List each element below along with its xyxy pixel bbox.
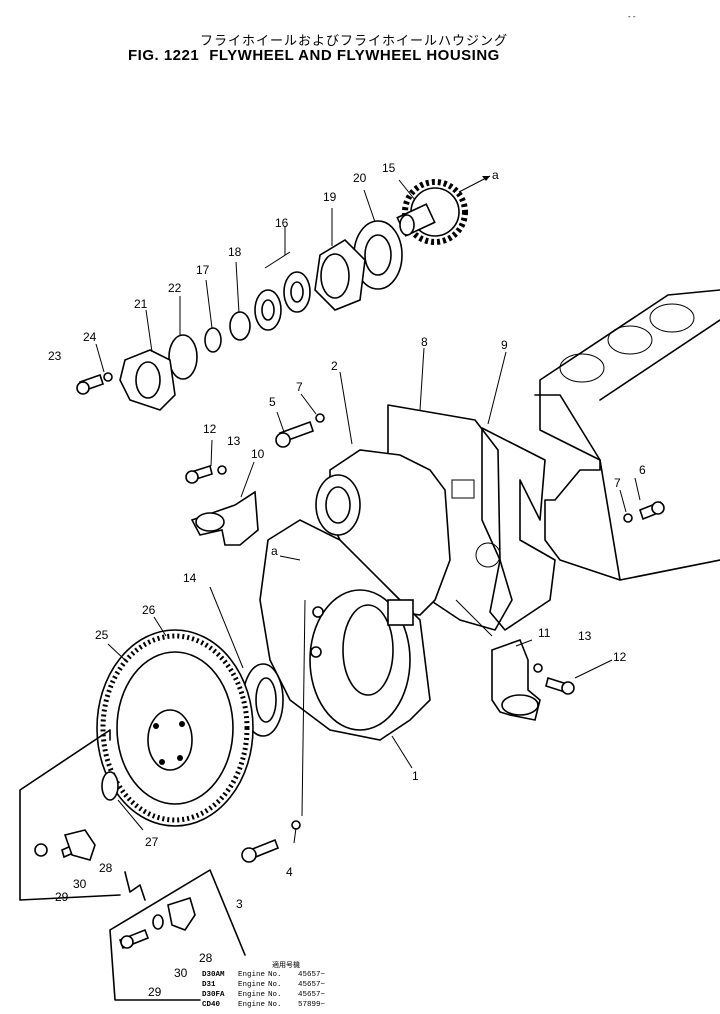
serial-no: No.: [268, 991, 282, 999]
detail-box-lower: [109, 869, 246, 1001]
callout-18: 18: [228, 245, 242, 259]
serial-value: 45657~: [298, 981, 326, 989]
callout-16: 16: [275, 216, 289, 230]
corner-mark: - -: [628, 12, 636, 21]
callout-22: 22: [168, 281, 182, 295]
callout-8: 8: [421, 335, 428, 349]
serial-engine: Engine: [238, 971, 266, 979]
callout-12: 12: [203, 422, 217, 436]
callout-25: 25: [95, 628, 109, 642]
serial-row: CD40 Engine No. 57899~: [202, 1000, 348, 1010]
callout-14: 14: [183, 571, 197, 585]
engine-block: [534, 289, 720, 581]
leader-lines: [95, 175, 641, 844]
callout-30-lower: 30: [174, 966, 188, 980]
callout-4: 4: [286, 865, 293, 879]
serial-table: 適用号機 D30AM Engine No. 45657~ D31 Engine …: [202, 960, 348, 1010]
callout-15: 15: [382, 161, 396, 175]
callout-28-lower: 28: [199, 951, 213, 965]
callout-10: 10: [251, 447, 265, 461]
callout-ref-a-lower: a: [271, 544, 278, 558]
serial-no: No.: [268, 981, 282, 989]
serial-model: D31: [202, 981, 216, 989]
serial-model: D30AM: [202, 971, 225, 979]
figure-title: FIG. 1221 FLYWHEEL AND FLYWHEEL HOUSING: [128, 47, 510, 64]
callout-27: 27: [145, 835, 159, 849]
callout-6: 6: [639, 463, 646, 477]
callout-30: 30: [73, 877, 87, 891]
callout-21: 21: [134, 297, 148, 311]
serial-no: No.: [268, 971, 282, 979]
serial-row: D31 Engine No. 45657~: [202, 980, 348, 990]
callout-ref-a: a: [492, 168, 499, 182]
callout-1: 1: [412, 769, 419, 783]
serial-engine: Engine: [238, 991, 266, 999]
flywheel: [96, 629, 254, 827]
serial-value: 45657~: [298, 991, 326, 999]
callout-12-right: 12: [613, 650, 627, 664]
serial-no: No.: [268, 1001, 282, 1009]
serial-value: 45657~: [298, 971, 326, 979]
figure-number: FIG. 1221: [128, 47, 200, 64]
title-japanese: フライホイールおよびフライホイールハウジング: [200, 34, 509, 49]
serial-model: D30FA: [202, 991, 225, 999]
serial-row: D30AM Engine No. 45657~: [202, 970, 348, 980]
serial-model: CD40: [202, 1001, 221, 1009]
serial-heading: 適用号機: [272, 961, 300, 969]
callout-23: 23: [48, 349, 62, 363]
gasket: [481, 427, 556, 631]
serial-engine: Engine: [238, 981, 266, 989]
callout-2: 2: [331, 359, 338, 373]
detail-box-upper: [19, 729, 121, 901]
gear: [396, 179, 468, 245]
bolts: [76, 372, 665, 863]
callout-13: 13: [227, 434, 241, 448]
serial-engine: Engine: [238, 1001, 266, 1009]
callout-19: 19: [323, 190, 337, 204]
callout-24: 24: [83, 330, 97, 344]
serial-value: 57899~: [298, 1001, 326, 1009]
callout-11: 11: [538, 626, 551, 640]
callout-5: 5: [269, 395, 276, 409]
arrow-ref: [124, 871, 146, 901]
callout-28: 28: [99, 861, 113, 875]
callout-26: 26: [142, 603, 156, 617]
callout-9: 9: [501, 338, 508, 352]
figure-name: FLYWHEEL AND FLYWHEEL HOUSING: [209, 47, 500, 64]
callout-29: 29: [55, 890, 69, 904]
callout-20: 20: [353, 171, 367, 185]
callout-13-right: 13: [578, 629, 592, 643]
callout-17: 17: [196, 263, 210, 277]
serial-row: D30FA Engine No. 45657~: [202, 990, 348, 1000]
callout-7-right: 7: [614, 476, 621, 490]
callout-29-lower: 29: [148, 985, 162, 999]
callout-3: 3: [236, 897, 243, 911]
callout-7: 7: [296, 380, 303, 394]
